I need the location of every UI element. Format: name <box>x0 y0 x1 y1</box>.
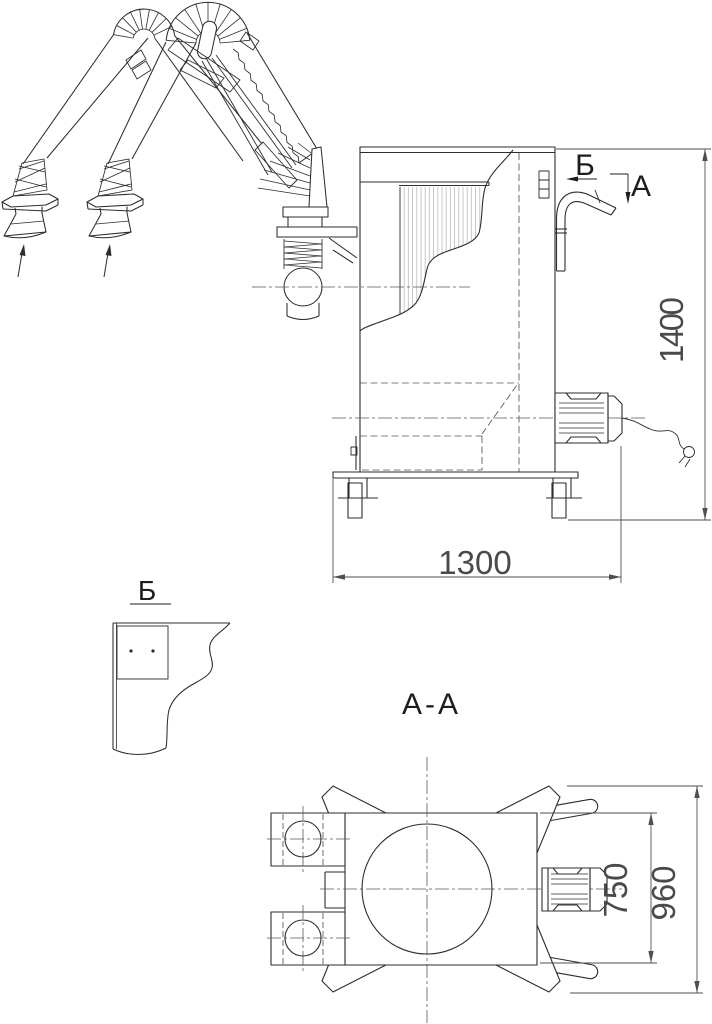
elbow-left <box>112 8 176 39</box>
extraction-arm-right <box>86 1 318 239</box>
label-a: А <box>631 170 651 203</box>
pointer-b <box>566 176 597 182</box>
airflow-arrows <box>17 244 112 278</box>
detail-b-title: Б <box>138 575 156 606</box>
pointer-a <box>610 173 631 204</box>
motor-top-view <box>541 867 608 912</box>
flex-hose-vertical <box>283 239 323 269</box>
spring-tube <box>232 31 318 164</box>
power-cord <box>621 417 685 450</box>
flex-bend-right <box>97 158 133 197</box>
base-frame <box>332 471 582 519</box>
dim-text-1400: 1400 <box>653 297 690 363</box>
mount-flex-ribs <box>257 142 312 197</box>
caster-right <box>546 478 582 519</box>
cutaway-curve <box>359 149 514 332</box>
power-plug <box>678 446 695 468</box>
dim-750 <box>540 812 657 964</box>
filter-hatch <box>400 187 483 314</box>
detail-view-b <box>112 603 231 756</box>
dim-text-1300: 1300 <box>438 544 511 581</box>
dim-text-960: 960 <box>645 865 682 920</box>
elbow-right <box>165 1 251 44</box>
extraction-arm-left <box>1 8 263 239</box>
section-aa-title: А - А <box>402 688 458 721</box>
centerlines <box>267 757 622 1023</box>
elbow-pivot <box>196 20 218 60</box>
dim-960 <box>567 785 703 994</box>
arm-mount <box>252 141 470 321</box>
handle <box>555 189 617 272</box>
motor <box>554 392 695 468</box>
suction-hood-right <box>86 193 144 239</box>
label-b: Б <box>575 149 595 182</box>
fan-opening <box>361 823 493 955</box>
cabinet-body <box>350 146 556 473</box>
hinge-assembly <box>167 37 297 176</box>
latch <box>538 170 550 199</box>
dim-text-750: 750 <box>597 862 634 917</box>
section-dimensions <box>540 785 703 994</box>
flex-bend-left <box>12 158 48 197</box>
section-aa <box>267 757 622 1023</box>
door-handle <box>350 446 358 456</box>
extraction-arms <box>1 1 470 321</box>
front-view <box>332 146 695 519</box>
dim-1400 <box>556 148 711 521</box>
cabinet-hidden-lines <box>360 153 520 472</box>
suction-hood-left <box>1 193 59 239</box>
dim-1300 <box>332 446 622 583</box>
caster-left <box>338 478 378 519</box>
front-dimensions <box>332 148 711 583</box>
